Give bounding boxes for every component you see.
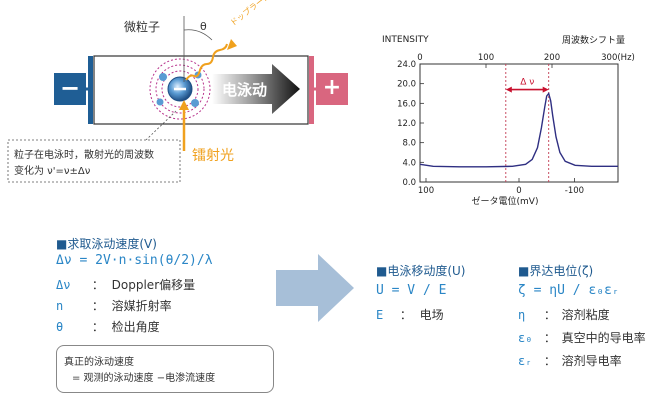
bottom-tick-label: -100 [565,186,584,196]
y-tick-label: 0.0 [402,178,416,188]
def-epsr: εᵣ ： 溶剂导电率 [518,352,622,369]
callout-line1: 粒子在电泳时，散射光的周波数 [14,150,154,161]
mobility-formula: U = V / E [376,283,447,298]
theta-label: θ [200,20,207,33]
y-tick-label: 24.0 [397,60,416,70]
bottom-tick-label: 100 [418,186,434,196]
def-e: E ： 电场 [376,306,444,323]
left-electrode-bar [88,56,93,124]
def-text: 电场 [419,308,444,322]
top-tick-label: 300(Hz) [601,53,635,63]
laser-label: 镭射光 [192,148,234,164]
delta-arrow-right-head [542,86,549,93]
def-eta: η ： 溶剂粘度 [518,306,610,323]
velocity-formula: Δν = 2V·n·sin(θ/2)/λ [56,253,213,268]
electrophoresis-arrow [212,64,300,114]
intensity-series-line [419,91,618,168]
callout-box [7,139,181,183]
def-text: Doppler偏移量 [111,278,196,292]
top-tick-label: 0 [417,53,422,63]
plot-frame [419,63,619,183]
y-tick-label: 8.0 [402,139,416,149]
x-axis-label: ゼータ電位(mV) [472,195,539,207]
def-symbol: n [56,299,64,313]
electrophoresis-label: 电泳动 [222,81,268,99]
def-symbol: εᵣ [518,354,533,368]
plus-symbol: + [322,75,342,100]
callout-line2: 变化为 ν'=ν±Δν [14,166,91,177]
def-theta: θ ： 检出角度 [56,318,160,335]
scattered-light [185,43,228,81]
y-tick-label: 4.0 [402,158,416,168]
top-tick-label: 200 [544,53,560,63]
note-line1: 真正的泳动速度 [64,357,134,368]
minus-symbol: − [59,74,81,102]
def-separator: ： [91,299,104,313]
bottom-tick-label: 0 [516,186,521,196]
def-separator: ： [543,308,556,322]
def-text: 真空中的导电率 [561,331,646,345]
zeta-heading: ■界达电位(ζ) [518,264,594,278]
delta-label: Δ ν [520,78,534,88]
def-text: 检出角度 [111,320,160,334]
y-axis-label: INTENSITY [382,35,429,45]
delta-arrow-left-head [505,86,512,93]
def-symbol: θ [56,320,64,334]
mobility-heading: ■电泳移动度(U) [376,264,466,278]
y-tick-label: 12.0 [397,119,416,129]
particle-label: 微粒子 [124,20,161,34]
right-electrode-bar [309,56,314,124]
intensity-chart: INTENSITY 周波数シフト量 0.0 4.0 8.0 12.0 16.0 20.0 24.… [382,34,635,207]
y-tick-label: 16.0 [397,99,416,109]
def-eps0: ε₀ ： 真空中的导电率 [518,329,646,346]
note-line2: = 观测的泳动速度 −电渗流速度 [72,373,216,384]
minus-electrode-box [54,73,86,105]
velocity-heading: ■求取泳动速度(V) [56,237,157,251]
electrophoresis-diagram [7,16,348,183]
zeta-formula: ζ = ηU / ε₀εᵣ [518,283,620,298]
def-text: 溶剂导电率 [561,354,622,368]
def-separator: ： [91,278,104,292]
def-separator: ： [543,354,556,368]
def-text: 溶媒折射率 [111,299,172,313]
velocity-note-box [56,345,274,393]
def-symbol: E [376,308,384,322]
top-axis-label: 周波数シフト量 [562,34,625,46]
def-n: n ： 溶媒折射率 [56,297,172,314]
flow-arrow [276,254,354,322]
def-separator: ： [543,331,556,345]
def-separator: ： [399,308,412,322]
def-text: 溶剂粘度 [561,308,610,322]
def-delta-nu: Δν ： Doppler偏移量 [56,276,195,293]
def-symbol: η [518,308,526,322]
def-symbol: Δν [56,278,71,292]
def-separator: ： [91,320,104,334]
top-tick-label: 100 [478,53,494,63]
def-symbol: ε₀ [518,331,533,345]
plus-electrode-box [316,73,348,105]
y-tick-label: 20.0 [397,80,416,90]
